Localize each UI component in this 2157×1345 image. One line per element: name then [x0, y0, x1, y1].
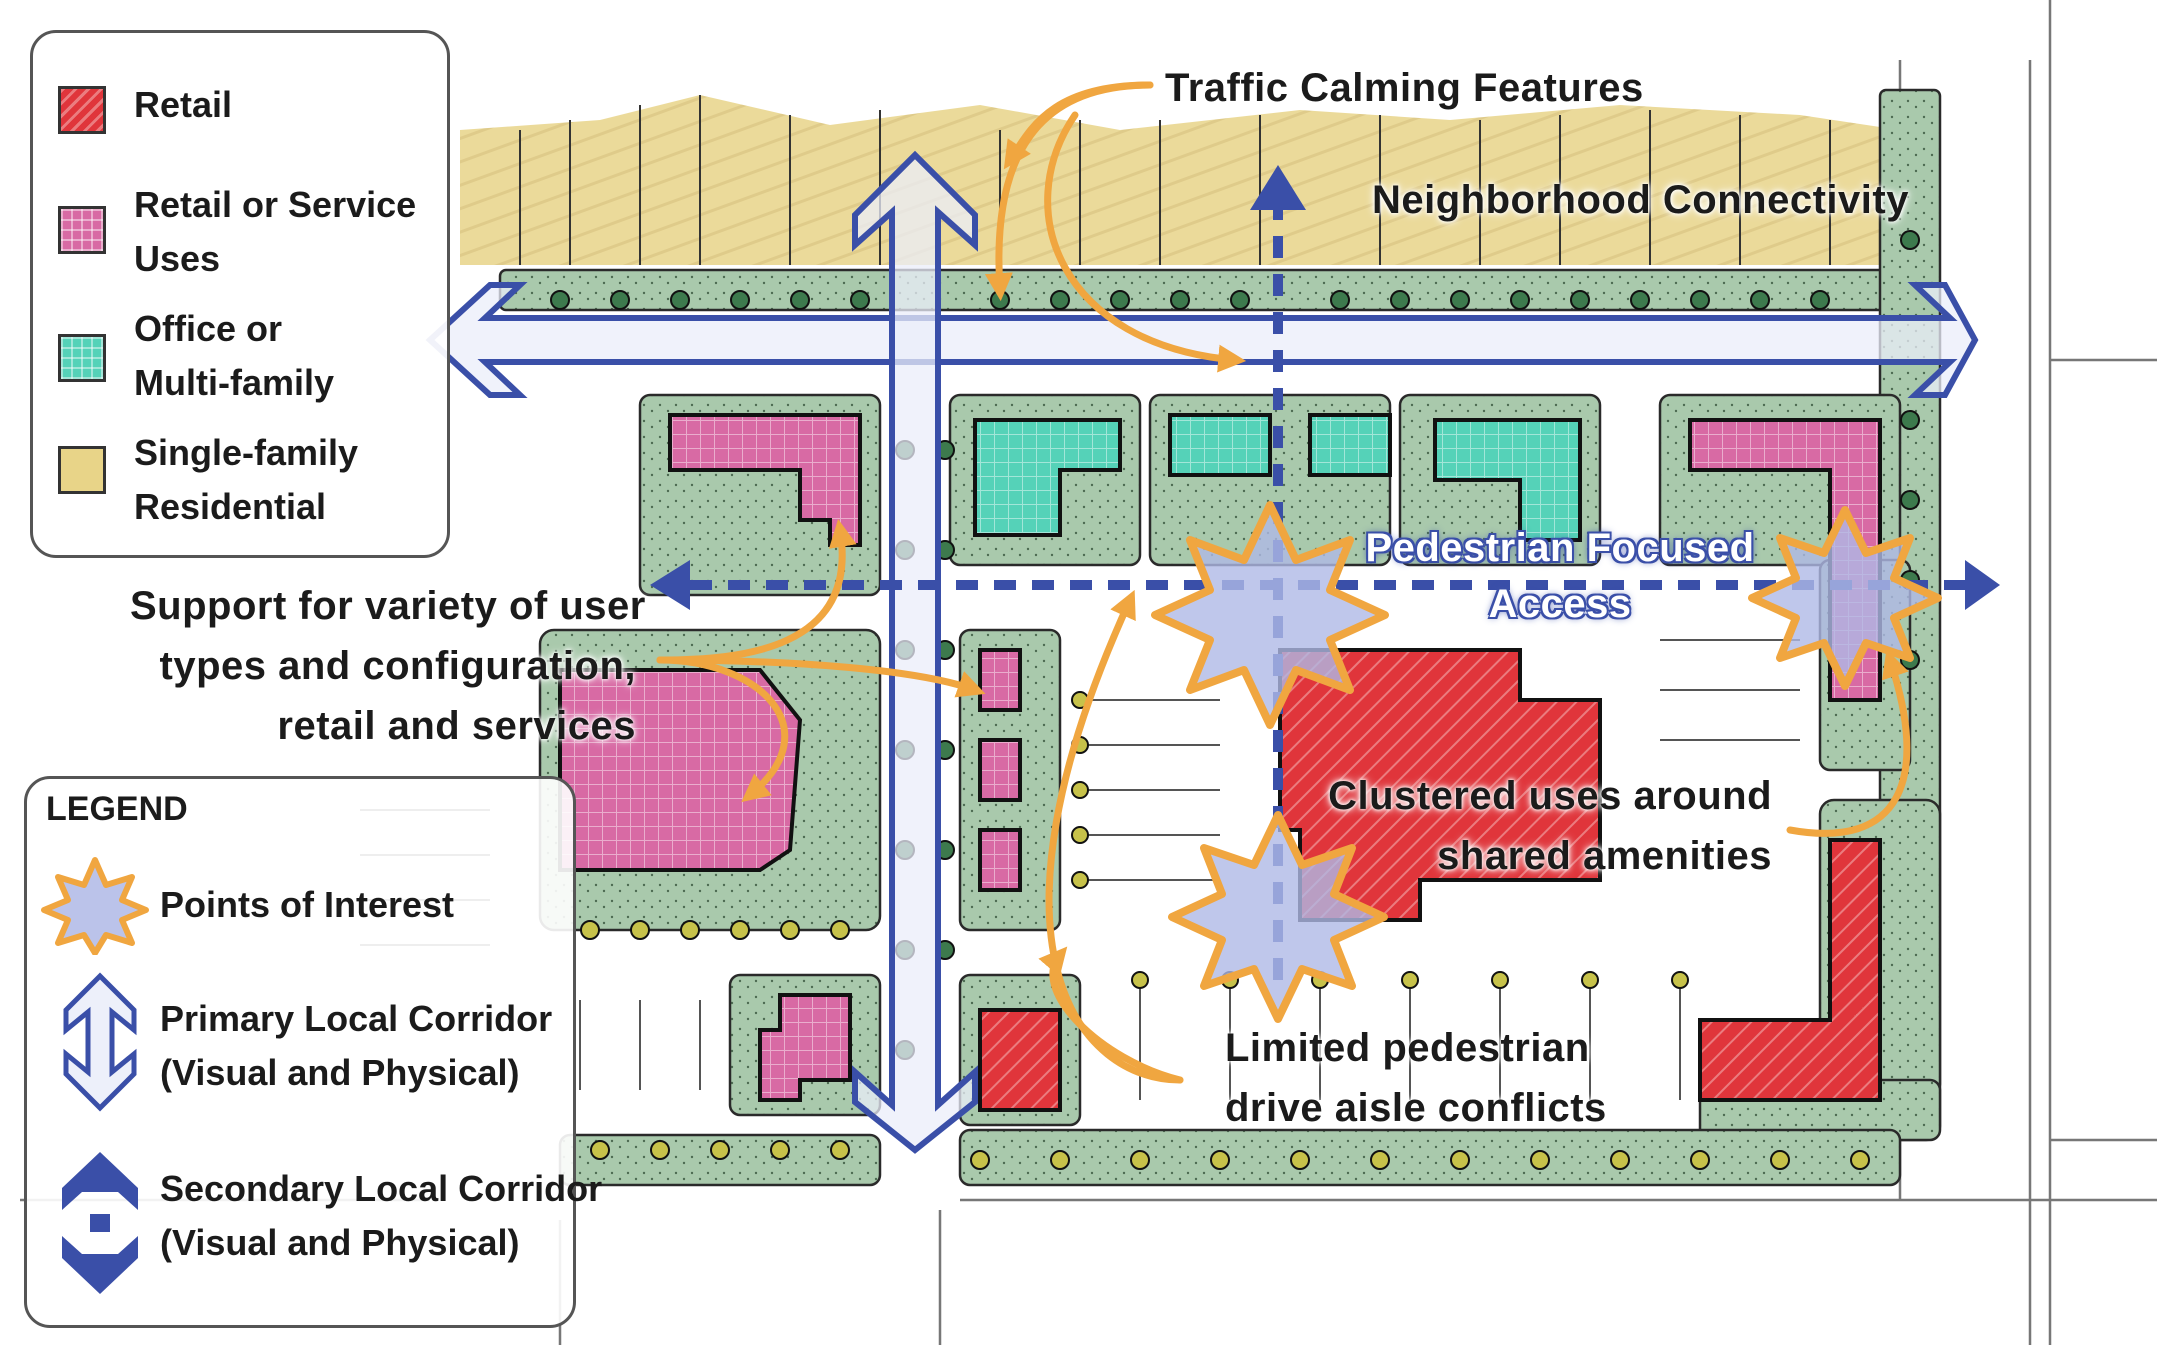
primary-corridor-north-south	[852, 150, 978, 1154]
label-pedestrian-access: Pedestrian Focused Access	[1365, 526, 1755, 626]
retail-building	[1698, 838, 1882, 1102]
office-building	[1433, 418, 1582, 542]
office-building	[1308, 413, 1392, 477]
single-family-area	[460, 95, 1900, 265]
legend-label-secondary: Secondary Local Corridor (Visual and Phy…	[160, 1168, 603, 1263]
legend-title: LEGEND	[46, 790, 188, 828]
label-limited-conflicts: Limited pedestrian drive aisle conflicts	[1225, 1026, 1607, 1130]
legend-label-retail-service: Retail or Service Uses	[134, 184, 417, 279]
primary-corridor-east-west	[425, 282, 1979, 398]
retail-building	[978, 1008, 1062, 1112]
single-family-swatch	[58, 446, 106, 494]
retail-service-building	[758, 993, 852, 1102]
retail-swatch	[58, 86, 106, 134]
dashed-arrow-icon	[62, 1152, 138, 1294]
retail-anchor-building	[1278, 648, 1602, 922]
legend-label-poi: Points of Interest	[160, 884, 455, 925]
office-swatch	[58, 334, 106, 382]
starburst-icon	[41, 857, 149, 955]
office-building	[1168, 413, 1272, 477]
label-neighborhood-connectivity: Neighborhood Connectivity	[1372, 178, 1909, 222]
label-user-support: Support for variety of user types and co…	[130, 584, 646, 748]
parking-trees	[580, 691, 1870, 1170]
label-clustered-uses: Clustered uses around shared amenities	[1328, 774, 1772, 878]
legend-label-office: Office or Multi-family	[134, 308, 335, 403]
legend-label-single-family: Single-family Residential	[134, 432, 359, 527]
buildings	[558, 413, 1882, 1112]
symbol-legend	[24, 776, 576, 1328]
poi-south	[1168, 811, 1388, 1023]
retail-service-building	[978, 738, 1022, 802]
legend-label-retail: Retail	[134, 84, 233, 125]
double-arrow-icon	[63, 972, 137, 1112]
office-building	[973, 418, 1122, 537]
callout-arrows	[656, 81, 1911, 1084]
legend-label-primary: Primary Local Corridor (Visual and Physi…	[160, 998, 553, 1093]
secondary-corridor-horizontal	[650, 560, 2000, 610]
poi-east	[1748, 506, 1942, 690]
retail-service-building	[978, 828, 1022, 892]
label-traffic-calming: Traffic Calming Features	[1165, 66, 1644, 110]
poi-center	[1151, 501, 1389, 729]
retail-service-swatch	[58, 206, 106, 254]
retail-service-building	[978, 648, 1022, 712]
